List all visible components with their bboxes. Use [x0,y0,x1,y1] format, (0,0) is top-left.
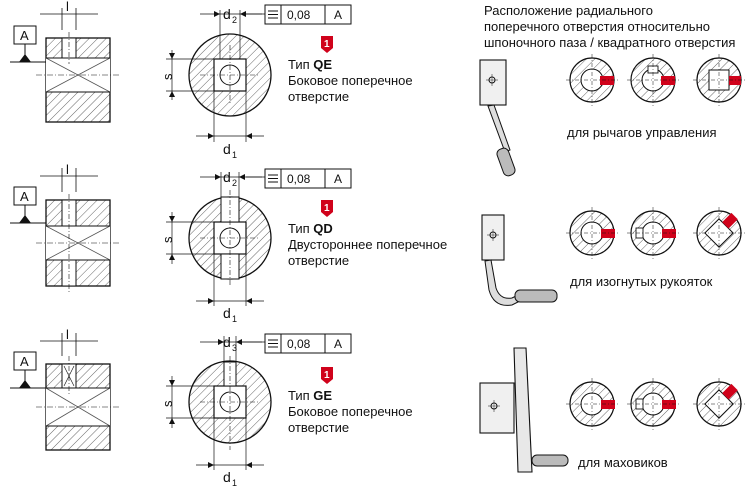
callout-badge: 1 [321,367,333,384]
dim-top-sub: 2 [232,15,237,25]
hole-position-circle [630,57,676,103]
tolerance-ref: A [334,8,342,22]
tolerance-value: 0,08 [287,8,311,22]
dim-top-label: d [223,6,231,22]
row-2-front-view [166,168,352,306]
caption-cranks: для изогнутых рукояток [570,274,713,289]
dim-s-label: s [160,400,175,407]
tolerance-value: 0,08 [287,172,311,186]
row-1-desc-1: Боковое поперечное [288,73,413,88]
row-3-desc-1: Боковое поперечное [288,404,413,419]
heading-line-2: поперечного отверстия относительно [484,19,710,34]
dim-s-label: s [160,236,175,243]
row-3-type-title: Тип GE [288,388,333,403]
svg-text:1: 1 [324,203,330,214]
datum-label: A [20,28,29,43]
hole-position-circle [569,381,615,427]
row-3-desc-2: отверстие [288,420,350,435]
caption-levers: для рычагов управления [567,125,717,140]
dim-d1-sub: 1 [232,314,237,324]
row-2-type-title: Тип QD [288,221,333,236]
handwheel-illustration [479,347,569,473]
row-1-type-title: Тип QE [288,57,333,72]
row-3-front-view [166,333,352,470]
callout-badge: 1 [321,200,333,217]
dim-l-label: l [66,0,69,14]
svg-text:1: 1 [324,370,330,381]
datum-label: A [20,354,29,369]
row-2-desc-1: Двустороннее поперечное [288,237,448,252]
lever-illustration [479,59,516,177]
dim-d1-sub: 1 [232,478,237,488]
dim-d1-label: d [223,305,231,321]
crank-illustration [481,214,558,306]
dim-l-label: l [66,327,69,342]
heading-line-3: шпоночного паза / квадратного отверстия [484,35,736,50]
dim-top-label: d [223,334,231,350]
svg-text:1: 1 [324,39,330,50]
dim-top-sub: 3 [232,343,237,353]
dim-l-label: l [66,162,69,177]
caption-wheels: для маховиков [578,455,668,470]
dim-d1-label: d [223,141,231,157]
row-1-section-view: A l [10,0,120,123]
row-2-desc-2: отверстие [288,253,350,268]
datum-label: A [20,189,29,204]
row-1-desc-2: отверстие [288,89,350,104]
row-3-section-view: A l [10,327,120,451]
dim-d1-label: d [223,469,231,485]
heading-line-1: Расположение радиального [484,3,653,18]
dim-top-label: d [223,169,231,185]
dim-d1-sub: 1 [232,150,237,160]
hole-position-circle [696,210,742,256]
row-1-front-view [166,4,352,142]
dim-top-sub: 2 [232,178,237,188]
tolerance-ref: A [334,337,342,351]
hole-position-circle [696,381,742,427]
row-2-section-view: A l [10,162,120,292]
callout-badge: 1 [321,36,333,53]
dim-s-label: s [160,73,175,80]
tolerance-value: 0,08 [287,337,311,351]
tolerance-ref: A [334,172,342,186]
